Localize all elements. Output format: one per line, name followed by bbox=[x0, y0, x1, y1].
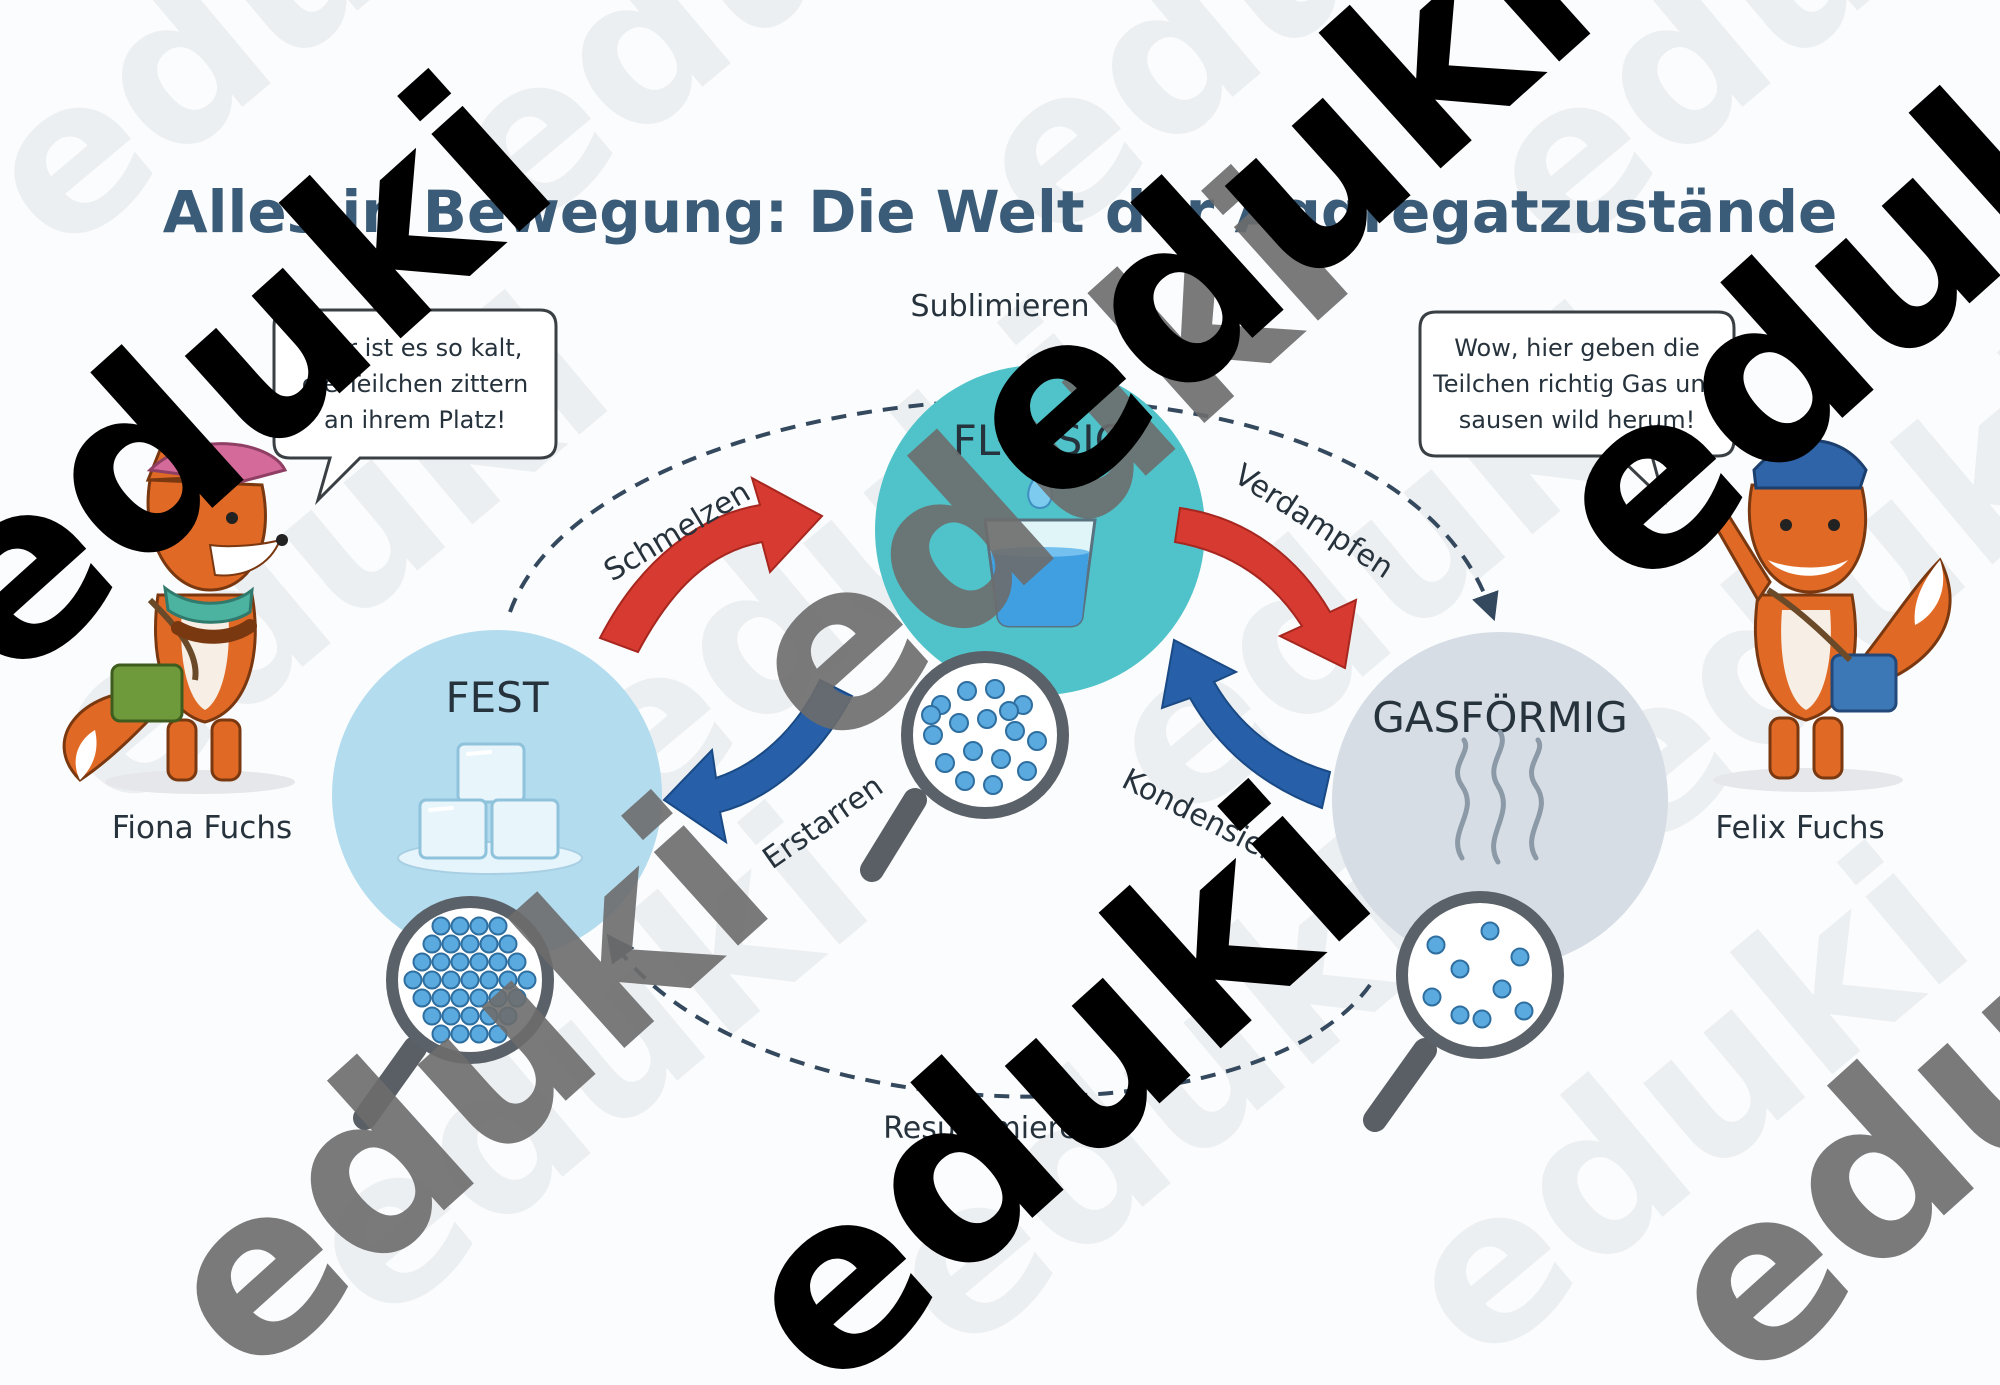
speech-left-line-2: die Teilchen zittern bbox=[302, 370, 529, 398]
label-sublimieren: Sublimieren bbox=[911, 289, 1090, 324]
gas-particle bbox=[1480, 921, 1500, 941]
solid-particle bbox=[441, 970, 461, 990]
liquid-particle bbox=[921, 705, 941, 725]
solid-particle bbox=[431, 952, 451, 972]
solid-particle bbox=[498, 1006, 518, 1026]
solid-particle bbox=[403, 970, 423, 990]
liquid-particle bbox=[977, 709, 997, 729]
solid-particle bbox=[498, 934, 518, 954]
solid-particle bbox=[450, 952, 470, 972]
solid-particle bbox=[450, 988, 470, 1008]
speech-right-line-1: Wow, hier geben die bbox=[1454, 334, 1700, 362]
solid-particle bbox=[498, 970, 518, 990]
solid-particle bbox=[488, 916, 508, 936]
gas-particle bbox=[1492, 979, 1512, 999]
liquid-particles bbox=[921, 679, 1047, 795]
deposition-arc bbox=[606, 933, 1372, 1099]
liquid-particle bbox=[957, 681, 977, 701]
liquid-particle bbox=[963, 741, 983, 761]
speech-bubble-right: Wow, hier geben die Teilchen richtig Gas… bbox=[1418, 310, 1736, 505]
speech-right-line-2: Teilchen richtig Gas und bbox=[1432, 370, 1721, 398]
solid-particle bbox=[479, 1006, 499, 1026]
page-title: Alles in Bewegung: Die Welt der Aggregat… bbox=[163, 178, 1838, 246]
gas-particle-magnifier bbox=[1363, 891, 1564, 1132]
condensation-arrow bbox=[1160, 638, 1332, 810]
solid-particle bbox=[431, 988, 451, 1008]
solid-particle bbox=[431, 1024, 451, 1044]
character-name-fiona: Fiona Fuchs bbox=[112, 810, 292, 846]
solid-particle bbox=[412, 988, 432, 1008]
solid-particle bbox=[488, 988, 508, 1008]
solid-particle bbox=[460, 1006, 480, 1026]
liquid-particle bbox=[991, 749, 1011, 769]
solid-particle bbox=[507, 988, 527, 1008]
label-resublimieren: Resublimieren bbox=[883, 1111, 1096, 1146]
solid-particle bbox=[441, 934, 461, 954]
speech-left-line-1: Hier ist es so kalt, bbox=[308, 334, 523, 362]
liquid-particle bbox=[923, 725, 943, 745]
gas-particles bbox=[1422, 921, 1534, 1029]
speech-right-line-3: sausen wild herum! bbox=[1459, 406, 1695, 434]
water-glass-icon bbox=[983, 468, 1097, 628]
solid-particle bbox=[460, 970, 480, 990]
liquid-particle bbox=[1027, 731, 1047, 751]
liquid-particle-magnifier bbox=[860, 651, 1069, 882]
solid-particle bbox=[450, 916, 470, 936]
liquid-particle bbox=[1017, 761, 1037, 781]
fox-character-felix bbox=[1708, 439, 1952, 792]
solid-particle bbox=[488, 952, 508, 972]
liquid-particle bbox=[935, 753, 955, 773]
solid-particles bbox=[403, 916, 537, 1044]
ice-cubes-icon bbox=[397, 742, 583, 875]
freezing-arrow bbox=[662, 678, 854, 845]
solid-particle bbox=[460, 934, 480, 954]
solid-particle bbox=[412, 952, 432, 972]
solid-particle bbox=[469, 988, 489, 1008]
evaporation-arrow bbox=[1173, 506, 1358, 670]
gas-particle bbox=[1510, 947, 1530, 967]
solid-particle bbox=[488, 1024, 508, 1044]
gas-particle bbox=[1450, 1005, 1470, 1025]
label-fluessig: FLÜSSIG bbox=[953, 415, 1127, 465]
solid-particle bbox=[450, 1024, 470, 1044]
gas-particle bbox=[1422, 987, 1442, 1007]
label-fest: FEST bbox=[445, 673, 548, 722]
fox-character-fiona bbox=[62, 426, 295, 794]
gas-particle bbox=[1472, 1009, 1492, 1029]
liquid-particle bbox=[985, 679, 1005, 699]
solid-particle bbox=[479, 934, 499, 954]
solid-particle bbox=[507, 952, 527, 972]
solid-particle bbox=[469, 952, 489, 972]
gas-state-circle bbox=[1332, 632, 1668, 968]
speech-left-line-3: an ihrem Platz! bbox=[324, 406, 506, 434]
character-name-felix: Felix Fuchs bbox=[1715, 810, 1884, 846]
solid-particle bbox=[469, 916, 489, 936]
gas-particle bbox=[1450, 959, 1470, 979]
speech-bubble-left: Hier ist es so kalt, die Teilchen zitter… bbox=[272, 308, 558, 506]
gas-particle bbox=[1514, 1001, 1534, 1021]
solid-particle bbox=[441, 1006, 461, 1026]
solid-particle bbox=[422, 934, 442, 954]
solid-particle-magnifier bbox=[353, 896, 554, 1130]
liquid-particle bbox=[949, 713, 969, 733]
melting-arrow bbox=[598, 475, 824, 654]
solid-particle bbox=[479, 970, 499, 990]
liquid-particle bbox=[1005, 721, 1025, 741]
gas-particle bbox=[1426, 935, 1446, 955]
vapor-lines-icon bbox=[1455, 729, 1544, 865]
solid-particle bbox=[469, 1024, 489, 1044]
liquid-particle bbox=[999, 701, 1019, 721]
solid-particle bbox=[422, 970, 442, 990]
solid-particle bbox=[422, 1006, 442, 1026]
solid-particle bbox=[517, 970, 537, 990]
liquid-particle bbox=[955, 771, 975, 791]
liquid-particle bbox=[983, 775, 1003, 795]
solid-particle bbox=[431, 916, 451, 936]
